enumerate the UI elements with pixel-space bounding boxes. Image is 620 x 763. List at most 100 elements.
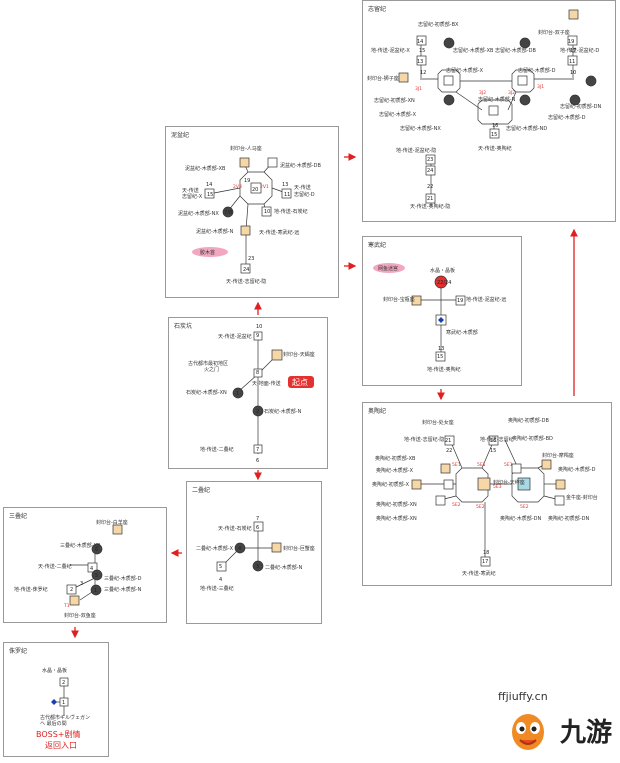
- svg-text:3: 3: [80, 581, 83, 587]
- svg-text:3J2: 3J2: [508, 90, 515, 96]
- svg-text:10: 10: [570, 70, 576, 76]
- node-2-10: [261, 206, 272, 217]
- label: 地-传送-志留纪-隐: [404, 436, 444, 443]
- node-3-f: [569, 94, 581, 106]
- svg-text:19: 19: [244, 178, 250, 184]
- node-3-b: [519, 37, 531, 49]
- node-2-14: [204, 188, 215, 199]
- seal-virgo: [440, 463, 451, 474]
- pink-marker-cambrian: [373, 263, 405, 273]
- label: 封印台-摩羯座: [542, 452, 574, 459]
- node-5-xb: [511, 463, 522, 474]
- return-label: 返回入口: [45, 741, 77, 750]
- map-ordovician: [411, 435, 566, 567]
- node-2-13: [281, 188, 292, 199]
- label: 志留纪-木质部-X: [446, 67, 484, 74]
- label: 奥陶纪-初质部-XB: [375, 455, 416, 462]
- panel-jurassic: 侏罗纪: [3, 642, 109, 757]
- svg-text:1: 1: [94, 588, 97, 594]
- node-3-24: [425, 165, 436, 176]
- svg-text:5E2: 5E2: [476, 504, 485, 510]
- svg-text:20: 20: [252, 187, 258, 193]
- label: 封印台-巨蟹座: [283, 545, 315, 552]
- svg-text:1: 1: [62, 700, 65, 706]
- seal-capricorn: [541, 459, 552, 470]
- map-jurassic: [55, 677, 69, 716]
- node-7-6: [91, 543, 103, 555]
- svg-text:5E2: 5E2: [520, 504, 529, 510]
- label: 泥盆纪-木质部-N: [196, 228, 234, 235]
- label: 封印台-天秤座: [493, 479, 525, 486]
- svg-text:6: 6: [95, 547, 98, 553]
- node-2-ne: [267, 157, 278, 168]
- node-5-17: [480, 556, 491, 567]
- panel-flow-arrows: [71, 153, 578, 639]
- panel-title: 泥盆纪: [171, 132, 190, 139]
- label: 封印台-宝瓶座: [383, 296, 415, 303]
- svg-text:24: 24: [427, 168, 433, 174]
- panel-permian: 二叠纪: [186, 481, 322, 624]
- seal-sagittarius: [239, 157, 250, 168]
- seal-aries: [112, 524, 123, 535]
- start-badge-label: 起点: [292, 378, 308, 387]
- label: 志留纪-木质部-N: [478, 96, 516, 103]
- watermark-url: ffjiuffy.cn: [498, 690, 548, 703]
- label: 封印台-人马座: [230, 145, 262, 152]
- label: 地-传送-泥盆纪-隐: [396, 147, 436, 154]
- svg-text:24: 24: [243, 267, 249, 273]
- svg-text:6: 6: [256, 458, 259, 464]
- map-permian: [216, 521, 282, 572]
- node-1-1: [232, 387, 244, 399]
- label: 志留纪-木质部-X: [379, 111, 417, 118]
- node-3-14: [416, 35, 427, 46]
- svg-text:3: 3: [256, 564, 259, 570]
- pink-label: 胶木首: [200, 249, 215, 256]
- svg-text:10: 10: [264, 209, 270, 215]
- svg-text:7: 7: [256, 447, 259, 453]
- label: 地-传送-奥陶纪: [427, 366, 461, 373]
- label: 火之门: [204, 366, 219, 373]
- label: 志留纪-D: [294, 191, 315, 198]
- node-3-21: [425, 193, 436, 204]
- svg-text:21: 21: [445, 438, 451, 444]
- svg-text:13: 13: [282, 182, 288, 188]
- node-3-d: [519, 94, 531, 106]
- svg-text:14: 14: [206, 182, 212, 188]
- map-devonian: [204, 157, 292, 274]
- svg-text:14: 14: [417, 39, 423, 45]
- label: 二叠纪-木质部-X: [196, 545, 234, 552]
- svg-text:4: 4: [219, 577, 222, 583]
- svg-text:13: 13: [438, 346, 444, 352]
- map-silurian: [398, 9, 597, 206]
- label: ヘ 最后の間: [40, 720, 67, 727]
- svg-text:16: 16: [490, 438, 496, 444]
- label: 奥陶纪-木质部-X: [376, 467, 414, 474]
- label: 地-传送-石炭纪: [274, 208, 308, 215]
- node-1-7: [253, 444, 263, 454]
- label: 封印台-双鱼座: [64, 612, 96, 619]
- node-3-19: [567, 35, 578, 46]
- svg-text:11: 11: [284, 192, 290, 198]
- label: 奥陶纪-初质部-BD: [512, 435, 553, 442]
- svg-text:17: 17: [570, 48, 576, 54]
- watermark: ffjiuffy.cn 九游: [498, 690, 620, 763]
- label: 天-传送-泥盆纪: [218, 333, 252, 340]
- node-5-w: [443, 479, 454, 490]
- svg-text:2V1: 2V1: [260, 184, 269, 190]
- label: 泥盆纪-木质部-NX: [178, 210, 219, 217]
- node-5-21: [444, 435, 455, 446]
- label: 天-传送-志留纪-隐: [226, 278, 266, 285]
- svg-text:5E1: 5E1: [504, 462, 513, 468]
- label: 天-传送-寒武纪-远: [259, 229, 299, 236]
- boss-label: BOSS+剧情: [36, 729, 81, 739]
- svg-text:4: 4: [238, 546, 241, 552]
- svg-text:15: 15: [491, 132, 497, 138]
- svg-text:5: 5: [219, 564, 222, 570]
- label: 地-传送-泥盆纪-D: [560, 47, 599, 54]
- seal-gemini: [568, 9, 579, 20]
- node-3-15: [489, 128, 500, 139]
- svg-text:22: 22: [427, 184, 433, 190]
- node-3-13: [416, 55, 427, 66]
- label: 天-传送-奥陶纪: [478, 145, 512, 152]
- warp-icon: [438, 317, 444, 323]
